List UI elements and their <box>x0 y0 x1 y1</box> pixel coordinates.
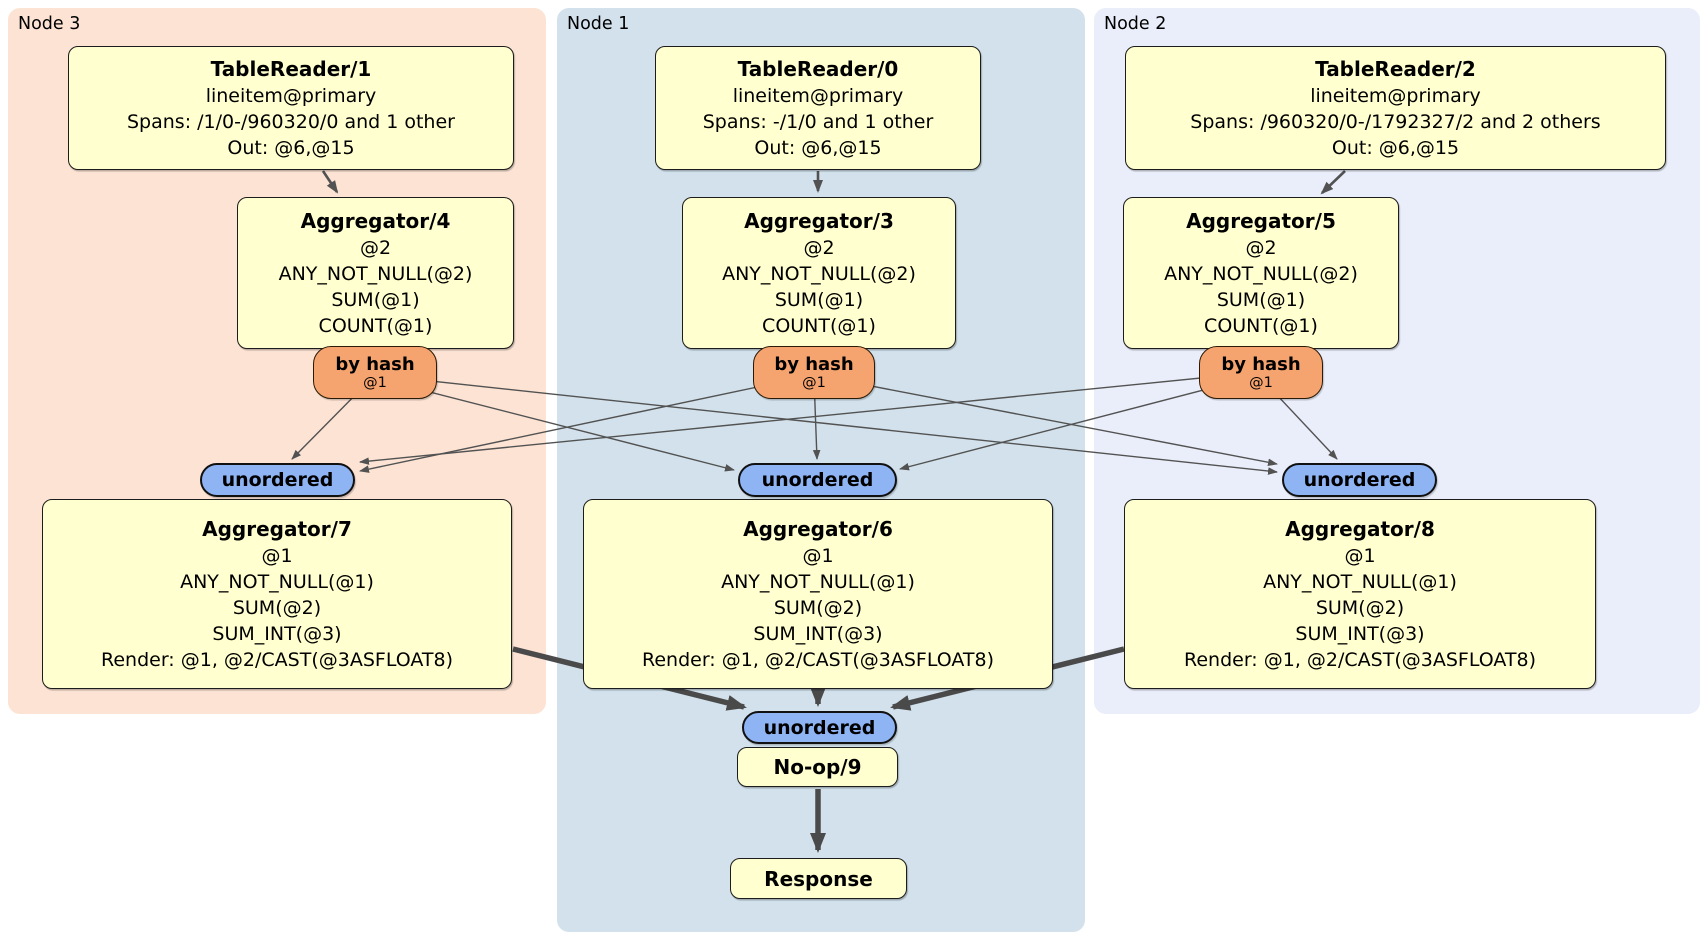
byhash-router-2: by hash @1 <box>753 346 875 399</box>
detail-line: Out: @6,@15 <box>227 137 355 159</box>
edge-tr1-agg4 <box>321 170 339 194</box>
byhash-router-3-label: by hash <box>1221 353 1301 375</box>
detail-line: Spans: -/1/0 and 1 other <box>702 111 934 133</box>
detail-line: SUM_INT(@3) <box>212 623 342 645</box>
detail-line: SUM(@2) <box>1315 597 1405 619</box>
detail-line: ANY_NOT_NULL(@2) <box>722 263 916 285</box>
detail-line: Render: @1, @2/CAST(@3ASFLOAT8) <box>642 649 994 671</box>
response-box: Response <box>730 858 907 899</box>
detail-line: SUM(@2) <box>773 597 863 619</box>
detail-line: Out: @6,@15 <box>754 137 882 159</box>
node1-label: Node 1 <box>567 14 630 34</box>
byhash-router-2-columns: @1 <box>802 374 826 391</box>
byhash-router-3: by hash @1 <box>1199 346 1323 399</box>
detail-line: COUNT(@1) <box>1204 315 1318 337</box>
tablereader1-title: TableReader/1 <box>210 57 372 81</box>
detail-line: Render: @1, @2/CAST(@3ASFLOAT8) <box>1184 649 1536 671</box>
edge-byhash3-un1 <box>359 371 1262 465</box>
detail-line: Spans: /960320/0-/1792327/2 and 2 others <box>1190 111 1601 133</box>
response-title: Response <box>764 866 873 891</box>
tablereader0-title: TableReader/0 <box>737 57 899 81</box>
byhash-router-1-label: by hash <box>335 353 415 375</box>
detail-line: SUM(@1) <box>774 289 864 311</box>
detail-line: @2 <box>803 237 835 259</box>
detail-line: Spans: /1/0-/960320/0 and 1 other <box>127 111 455 133</box>
detail-line: ANY_NOT_NULL(@2) <box>278 263 473 285</box>
detail-line: SUM(@2) <box>232 597 322 619</box>
detail-line: @2 <box>359 237 392 259</box>
aggregator8-title: Aggregator/8 <box>1285 517 1435 541</box>
detail-line: ANY_NOT_NULL(@1) <box>721 571 915 593</box>
detail-line: ANY_NOT_NULL(@2) <box>1164 263 1358 285</box>
detail-line: SUM_INT(@3) <box>1295 623 1425 645</box>
detail-line: @1 <box>802 545 834 567</box>
detail-line: @2 <box>1245 237 1277 259</box>
detail-line: ANY_NOT_NULL(@1) <box>1263 571 1457 593</box>
byhash-router-1-columns: @1 <box>363 374 387 391</box>
detail-line: @1 <box>261 545 293 567</box>
edge-byhash1-un2 <box>374 377 735 472</box>
edge-tr2-agg5 <box>1320 170 1346 195</box>
detail-line: COUNT(@1) <box>762 315 876 337</box>
edge-byhash1-un3 <box>374 374 1278 475</box>
byhash-router-2-label: by hash <box>774 353 854 375</box>
detail-line: ANY_NOT_NULL(@1) <box>180 571 374 593</box>
aggregator4-title: Aggregator/4 <box>300 209 451 233</box>
unordered-stream-3: unordered <box>1282 463 1437 497</box>
noop-title: No-op/9 <box>773 755 862 779</box>
node2-label: Node 2 <box>1104 14 1167 34</box>
detail-line: SUM(@1) <box>1216 289 1306 311</box>
detail-line: Render: @1, @2/CAST(@3ASFLOAT8) <box>101 649 453 671</box>
unordered-stream-2: unordered <box>738 463 897 497</box>
aggregator7-title: Aggregator/7 <box>202 517 352 541</box>
detail-line: Out: @6,@15 <box>1331 137 1460 159</box>
detail-line: SUM_INT(@3) <box>753 623 883 645</box>
byhash-router-3-columns: @1 <box>1249 374 1273 391</box>
detail-line: @1 <box>1344 545 1376 567</box>
detail-line: SUM(@1) <box>331 289 420 311</box>
edge-byhash2-un3 <box>813 374 1278 467</box>
detail-line: lineitem@primary <box>205 85 377 107</box>
node3-label: Node 3 <box>18 14 81 34</box>
detail-line: lineitem@primary <box>732 85 904 107</box>
aggregator5-title: Aggregator/5 <box>1186 209 1336 233</box>
noop-box: No-op/9 <box>737 747 898 787</box>
aggregator3-title: Aggregator/3 <box>744 209 894 233</box>
aggregator6-title: Aggregator/6 <box>743 517 893 541</box>
unordered-stream-1: unordered <box>200 463 355 497</box>
detail-line: lineitem@primary <box>1310 85 1481 107</box>
unordered-stream-final: unordered <box>742 711 897 744</box>
byhash-router-1: by hash @1 <box>313 346 437 399</box>
tablereader2-title: TableReader/2 <box>1315 57 1476 81</box>
detail-line: COUNT(@1) <box>318 315 433 337</box>
